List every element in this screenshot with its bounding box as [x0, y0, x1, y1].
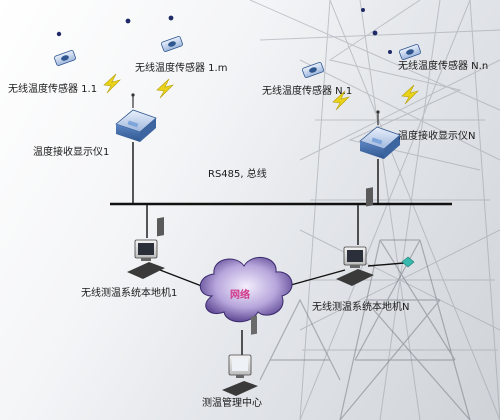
network-cloud-icon: [199, 257, 293, 323]
sensor-n-1-icon: [302, 62, 324, 78]
tower-background-dark: [259, 239, 471, 420]
sensor-n-n-icon: [399, 44, 421, 60]
host-1-computer-icon: [127, 217, 165, 279]
sensor-n-n-label: 无线温度传感器 N.n: [398, 61, 489, 72]
receiver-n-icon: [359, 110, 401, 159]
receiver-1-icon: [115, 93, 157, 142]
node-marker-icon: [401, 256, 415, 268]
host-n-computer-icon: [336, 187, 374, 286]
bus-label: RS485, 总线: [208, 169, 267, 180]
bus-lines: [110, 142, 452, 355]
sensor-n-1-label: 无线温度传感器 N.1: [262, 86, 353, 97]
center-label: 测温管理中心: [202, 398, 262, 409]
host-1-label: 无线测温系统本地机1: [81, 288, 178, 299]
sensor-1-m-label: 无线温度传感器 1.m: [135, 63, 228, 74]
host-n-label: 无线测温系统本地机N: [312, 302, 410, 313]
sensor-1-1-label: 无线温度传感器 1.1: [8, 84, 98, 95]
network-label: 网络: [230, 290, 250, 301]
receiver-1-label: 温度接收显示仪1: [33, 147, 110, 158]
sensor-1-m-icon: [161, 36, 183, 52]
sensor-1-1-icon: [54, 50, 76, 66]
receiver-n-label: 温度接收显示仪N: [398, 131, 476, 142]
wireless-signal-icons: [103, 73, 419, 111]
center-computer-icon: [222, 315, 258, 396]
decorative-dots: [56, 8, 392, 54]
